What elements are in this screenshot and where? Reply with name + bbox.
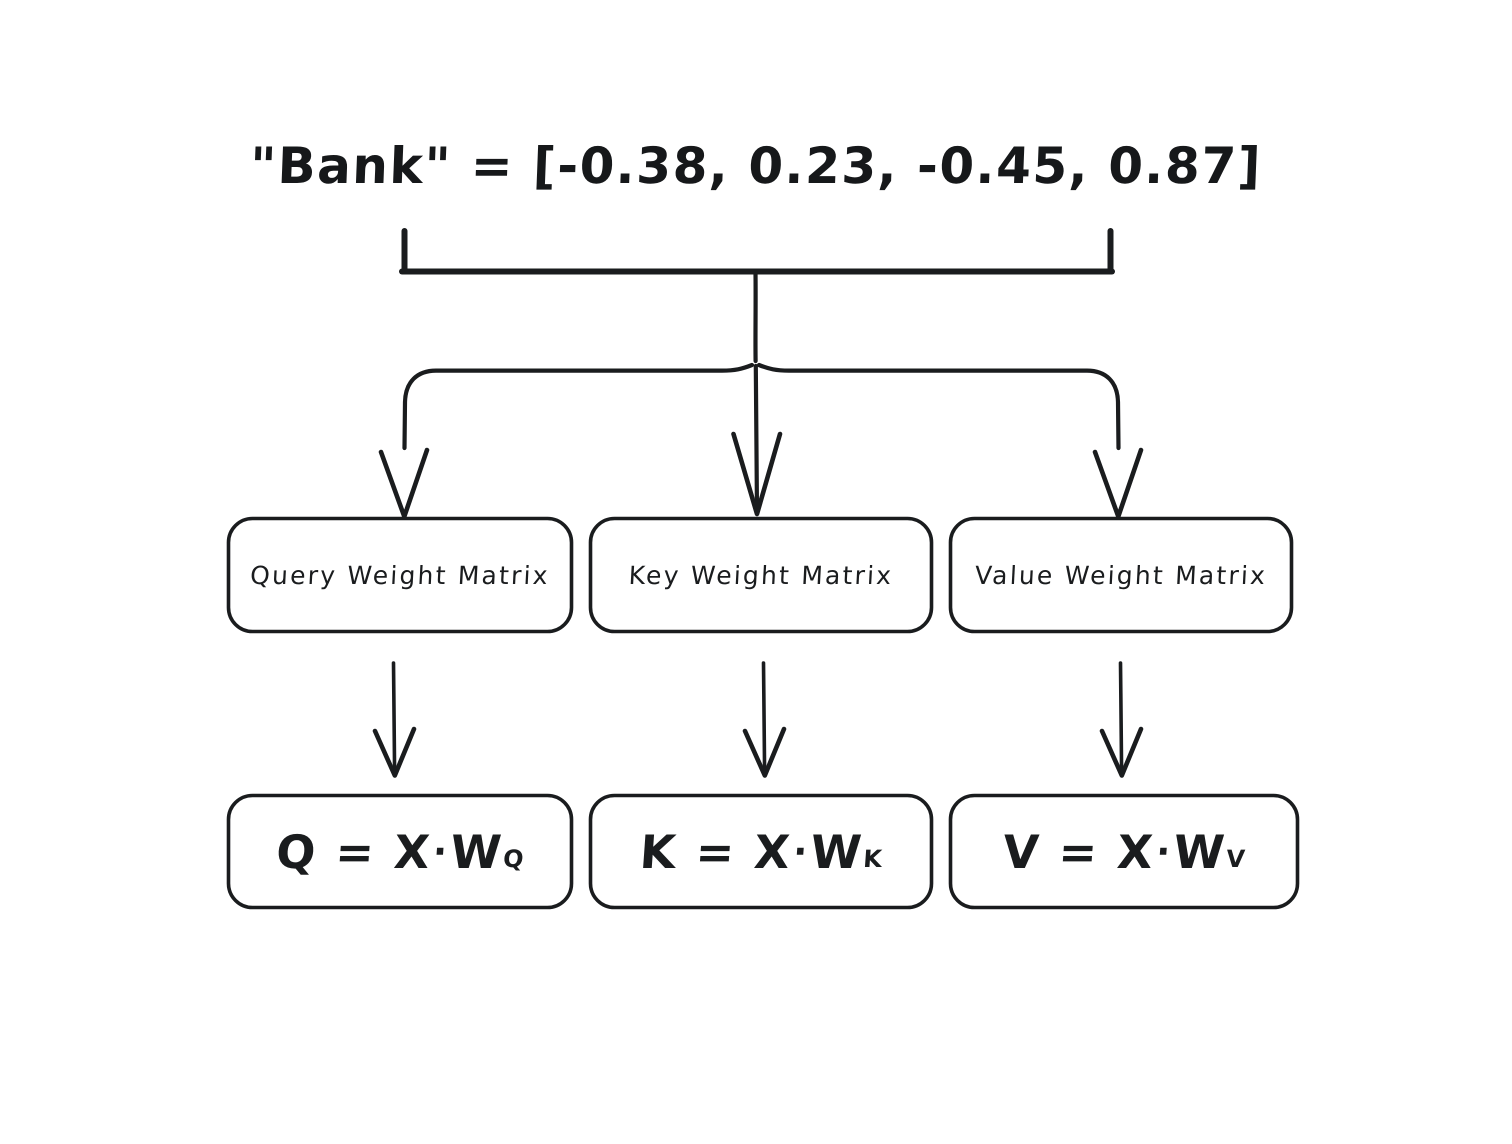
embedding-bracket [399, 228, 1115, 275]
box-v-formula [948, 793, 1300, 910]
weight-box-outlines [226, 516, 1294, 634]
v-lhs: V [1001, 824, 1043, 879]
arrow-key-to-k [742, 661, 787, 778]
branch-center [753, 363, 760, 516]
box-q-formula [226, 793, 574, 910]
box-key-weight-matrix [588, 516, 934, 634]
arrow-value-to-v [1099, 661, 1144, 778]
q-w: W [448, 824, 506, 879]
v-subscript: V [1225, 845, 1246, 874]
v-w: W [1171, 824, 1229, 879]
q-lhs: Q [274, 824, 320, 879]
arrowhead-value [1092, 447, 1144, 519]
arrowhead-key [731, 431, 783, 517]
arrows-row2 [372, 661, 1144, 778]
formula-box-outlines [226, 793, 1300, 910]
box-label-key-weight-matrix: Key Weight Matrix [628, 560, 894, 590]
box-label-value-weight-matrix: Value Weight Matrix [974, 560, 1268, 590]
branch-left [402, 362, 755, 451]
arrowhead-query [378, 447, 430, 519]
embedding-vector-title: "Bank" = [-0.38, 0.23, -0.45, 0.87] [248, 137, 1264, 195]
k-lhs: K [638, 824, 680, 879]
q-x: X [392, 824, 434, 879]
arrowheads-row1 [378, 431, 1144, 519]
v-x: X [1115, 824, 1157, 879]
q-equals: = [333, 824, 378, 879]
k-subscript: K [862, 845, 883, 874]
box-value-weight-matrix [948, 516, 1294, 634]
k-equals: = [693, 824, 739, 879]
box-label-query-weight-matrix: Query Weight Matrix [249, 560, 551, 590]
q-subscript: Q [502, 845, 525, 874]
k-x: X [752, 824, 794, 879]
box-k-formula [588, 793, 934, 910]
k-w: W [808, 824, 866, 879]
branch-right [756, 362, 1121, 451]
arrow-query-to-q [372, 661, 417, 778]
v-equals: = [1056, 824, 1102, 879]
box-query-weight-matrix [226, 516, 574, 634]
